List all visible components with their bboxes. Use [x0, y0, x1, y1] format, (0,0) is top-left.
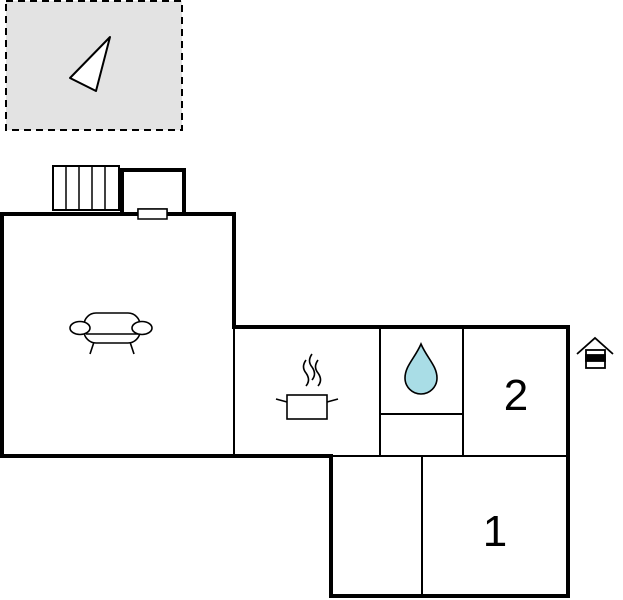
north-arrow-icon — [69, 36, 111, 92]
outer-walls — [0, 212, 570, 598]
cooking-pot-icon — [275, 353, 339, 420]
water-drop-icon — [404, 341, 438, 395]
house-entrance-icon — [576, 336, 614, 369]
bedroom-2-label: 2 — [504, 371, 528, 420]
interior-walls — [233, 327, 568, 596]
stairs-icon — [52, 165, 120, 211]
bedroom-1-label: 1 — [483, 507, 507, 556]
sofa-icon — [69, 312, 153, 355]
entrance-porch — [120, 168, 186, 216]
